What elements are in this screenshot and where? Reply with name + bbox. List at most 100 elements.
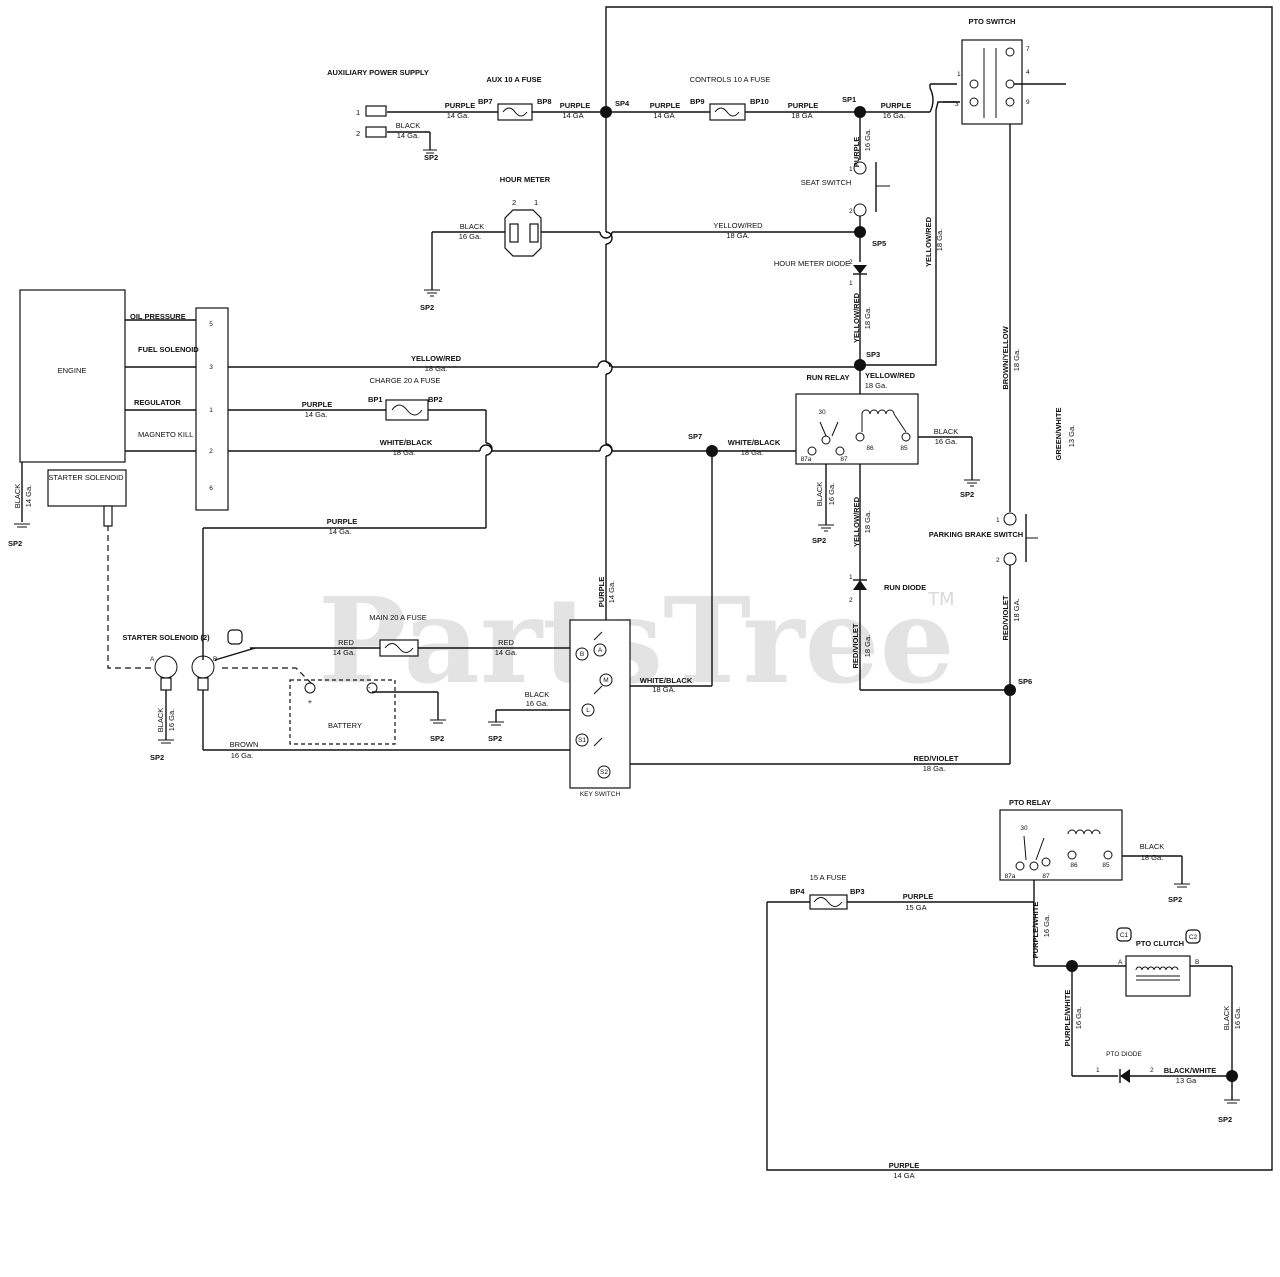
svg-text:GREEN/WHITE: GREEN/WHITE <box>1054 408 1063 461</box>
svg-text:2: 2 <box>356 129 360 138</box>
svg-text:SP2: SP2 <box>812 536 826 545</box>
pto-fuse: 15 A FUSE <box>809 873 848 910</box>
svg-text:OIL PRESSURE: OIL PRESSURE <box>130 312 186 321</box>
wire-labels-vertical: PURPLE 16 Ga. YELLOW/RED 18 Ga. YELLOW/R… <box>13 129 1242 1047</box>
svg-text:RED: RED <box>498 638 514 647</box>
svg-text:S1: S1 <box>578 737 586 744</box>
svg-text:14 Ga.: 14 Ga. <box>329 527 352 536</box>
svg-text:SP2: SP2 <box>430 734 444 743</box>
svg-text:RED/VIOLET: RED/VIOLET <box>851 623 860 668</box>
svg-text:2: 2 <box>849 259 853 266</box>
watermark-tm: TM <box>927 589 955 610</box>
svg-text:+: + <box>308 697 313 706</box>
svg-text:PURPLE: PURPLE <box>903 892 933 901</box>
svg-text:7: 7 <box>1026 46 1030 53</box>
pto-diode: PTO DIODE 1 2 <box>1096 1051 1154 1074</box>
svg-text:16 Ga.: 16 Ga. <box>1042 915 1051 938</box>
svg-text:HOUR METER DIODE: HOUR METER DIODE <box>774 259 850 268</box>
svg-text:A: A <box>1118 959 1123 966</box>
svg-text:BLACK: BLACK <box>815 482 824 507</box>
svg-text:PURPLE/WHITE: PURPLE/WHITE <box>1031 902 1040 959</box>
svg-text:WHITE/BLACK: WHITE/BLACK <box>380 438 433 447</box>
svg-text:CONTROLS 10 A FUSE: CONTROLS 10 A FUSE <box>690 75 770 84</box>
svg-text:RED/VIOLET: RED/VIOLET <box>1001 595 1010 640</box>
svg-text:1: 1 <box>996 517 1000 524</box>
svg-text:RUN DIODE: RUN DIODE <box>884 583 926 592</box>
svg-text:BLACK: BLACK <box>396 121 421 130</box>
svg-text:87: 87 <box>840 456 848 463</box>
svg-text:CHARGE 20 A FUSE: CHARGE 20 A FUSE <box>370 376 441 385</box>
svg-text:2: 2 <box>512 198 516 207</box>
svg-text:30: 30 <box>1020 825 1028 832</box>
charge-fuse: CHARGE 20 A FUSE <box>370 376 441 421</box>
svg-text:FUEL SOLENOID: FUEL SOLENOID <box>138 345 199 354</box>
splice-sp3 <box>854 359 866 371</box>
svg-text:SP2: SP2 <box>1168 895 1182 904</box>
svg-text:2: 2 <box>849 208 853 215</box>
wire-labels: PURPLE 14 Ga. PURPLE 14 GA PURPLE 14 GA … <box>230 101 1217 1180</box>
engine-block: ENGINE STARTER SOLENOID OIL PRESSURE FUE… <box>19 289 229 527</box>
svg-text:85: 85 <box>900 445 908 452</box>
svg-text:BROWN/YELLOW: BROWN/YELLOW <box>1001 325 1010 389</box>
svg-text:18 Ga.: 18 Ga. <box>863 307 872 330</box>
watermark: PartsTree <box>318 571 955 710</box>
svg-text:13 Ga: 13 Ga <box>1176 1076 1197 1085</box>
parking-brake-switch: PARKING BRAKE SWITCH 1 2 <box>929 517 1023 564</box>
svg-text:PURPLE: PURPLE <box>881 101 911 110</box>
svg-text:1: 1 <box>849 574 853 581</box>
svg-text:C1: C1 <box>1120 932 1129 939</box>
svg-text:14 Ga.: 14 Ga. <box>447 111 470 120</box>
svg-text:18 Ga.: 18 Ga. <box>935 229 944 252</box>
run-relay: RUN RELAY 30 87a 87 86 85 <box>795 373 919 465</box>
svg-text:SP7: SP7 <box>688 432 702 441</box>
svg-text:BLACK: BLACK <box>1222 1006 1231 1031</box>
svg-text:SP5: SP5 <box>872 239 886 248</box>
svg-text:85: 85 <box>1102 862 1110 869</box>
svg-text:PTO SWITCH: PTO SWITCH <box>969 17 1016 26</box>
controls-fuse: CONTROLS 10 A FUSE <box>690 75 770 121</box>
svg-text:4: 4 <box>1026 69 1030 76</box>
aux-power-supply: AUXILIARY POWER SUPPLY 1 2 <box>327 68 429 138</box>
svg-text:1: 1 <box>534 198 538 207</box>
pto-relay: PTO RELAY 30 87a 87 86 85 <box>999 798 1123 881</box>
svg-text:18 Ga.: 18 Ga. <box>741 448 764 457</box>
svg-text:14 Ga.: 14 Ga. <box>24 485 33 508</box>
svg-text:PARKING BRAKE SWITCH: PARKING BRAKE SWITCH <box>929 530 1023 539</box>
hour-meter: HOUR METER 2 1 <box>500 175 551 257</box>
svg-text:14 GA: 14 GA <box>893 1171 914 1180</box>
svg-text:YELLOW/RED: YELLOW/RED <box>852 292 861 343</box>
starter-solenoid: STARTER SOLENOID (2) A B <box>122 629 243 691</box>
svg-text:18 Ga.: 18 Ga. <box>393 448 416 457</box>
svg-text:PTO RELAY: PTO RELAY <box>1009 798 1051 807</box>
svg-text:30: 30 <box>818 409 826 416</box>
svg-text:BATTERY: BATTERY <box>328 721 362 730</box>
svg-text:PTO DIODE: PTO DIODE <box>1106 1051 1142 1058</box>
svg-text:B: B <box>1195 959 1199 966</box>
svg-text:SP2: SP2 <box>150 753 164 762</box>
svg-text:MAIN 20 A FUSE: MAIN 20 A FUSE <box>369 613 427 622</box>
svg-text:B: B <box>213 656 217 663</box>
svg-text:BLACK: BLACK <box>156 708 165 733</box>
svg-text:2: 2 <box>1150 1067 1154 1074</box>
svg-text:1: 1 <box>957 71 961 78</box>
svg-text:A: A <box>150 656 155 663</box>
svg-text:16 Ga.: 16 Ga. <box>526 699 549 708</box>
svg-text:87a: 87a <box>1005 873 1016 880</box>
svg-text:AUX 10 A FUSE: AUX 10 A FUSE <box>486 75 541 84</box>
svg-text:PTO CLUTCH: PTO CLUTCH <box>1136 939 1184 948</box>
svg-text:SP2: SP2 <box>424 153 438 162</box>
svg-text:14 Ga.: 14 Ga. <box>397 131 420 140</box>
svg-text:1: 1 <box>209 407 213 414</box>
splice-sp6 <box>1004 684 1016 696</box>
hour-meter-diode: HOUR METER DIODE 2 1 <box>774 259 853 287</box>
svg-text:18 GA.: 18 GA. <box>726 231 749 240</box>
svg-text:BLACK: BLACK <box>525 690 550 699</box>
svg-text:PURPLE: PURPLE <box>852 137 861 167</box>
svg-text:15 A FUSE: 15 A FUSE <box>810 873 847 882</box>
svg-text:PURPLE: PURPLE <box>597 577 606 607</box>
svg-text:SP2: SP2 <box>420 303 434 312</box>
svg-text:SP2: SP2 <box>960 490 974 499</box>
svg-text:WHITE/BLACK: WHITE/BLACK <box>640 676 693 685</box>
svg-text:SP6: SP6 <box>1018 677 1032 686</box>
svg-text:18 Ga.: 18 Ga. <box>1012 349 1021 372</box>
